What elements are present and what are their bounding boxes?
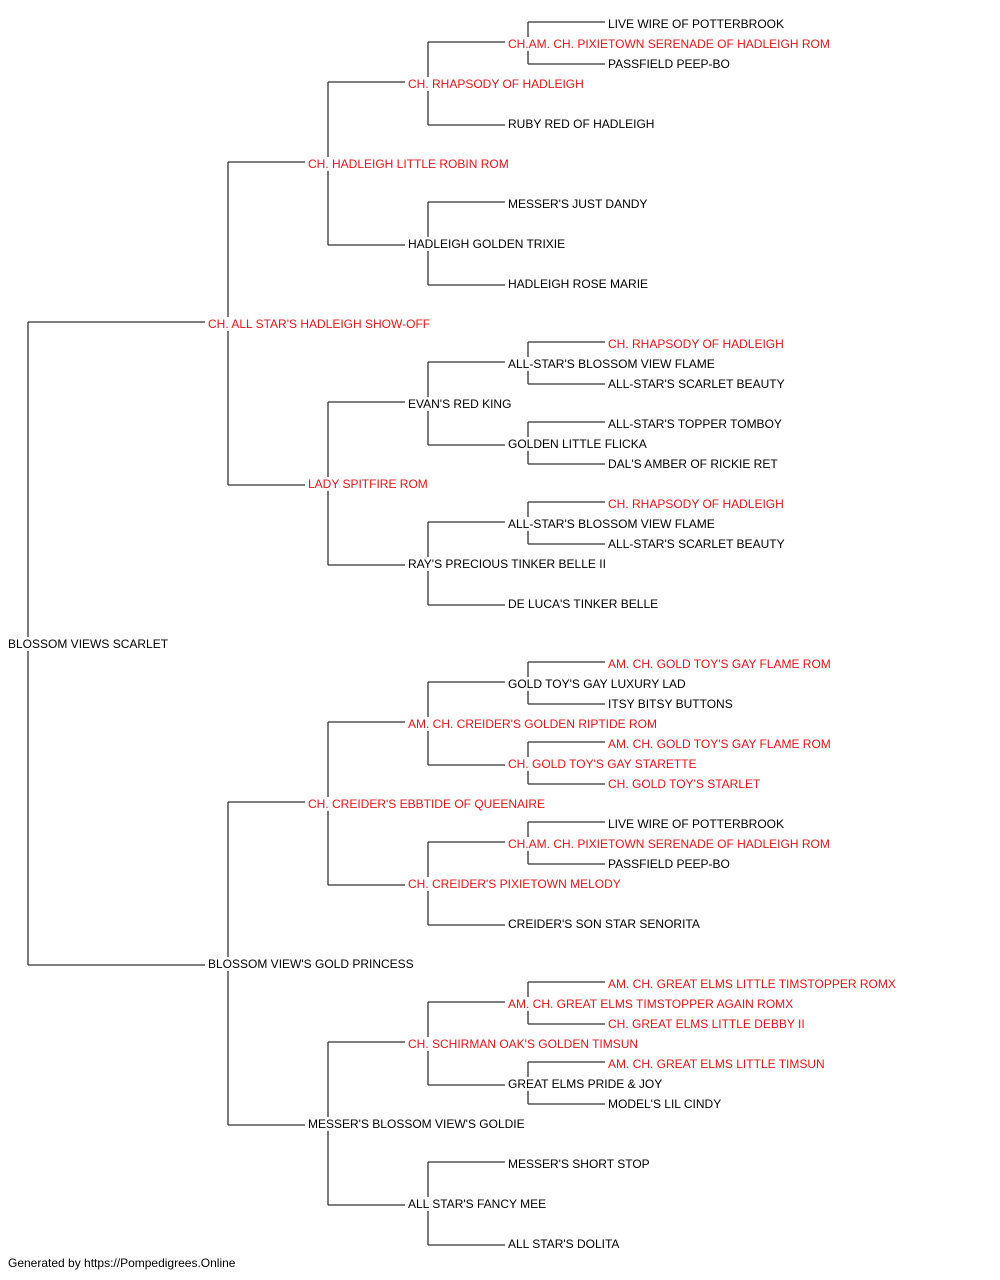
ancestor-gen4-name: ALL-STAR'S BLOSSOM VIEW FLAME [507,357,716,371]
ancestor-gen5-name: MODEL'S LIL CINDY [607,1097,723,1111]
ancestor-gen5-name: ALL-STAR'S TOPPER TOMBOY [607,417,783,431]
ancestor-gen4-name: ALL STAR'S DOLITA [507,1237,621,1251]
subject-name: BLOSSOM VIEWS SCARLET [7,637,170,651]
ancestor-gen4-name: GOLD TOY'S GAY LUXURY LAD [507,677,687,691]
ancestor-gen4-name: MESSER'S SHORT STOP [507,1157,651,1171]
ancestor-gen4-name: DE LUCA'S TINKER BELLE [507,597,660,611]
ancestor-gen5-name: AM. CH. GREAT ELMS LITTLE TIMSUN [607,1057,826,1071]
ancestor-gen4-name: GREAT ELMS PRIDE & JOY [507,1077,664,1091]
paternal-grandsire-name: CH. HADLEIGH LITTLE ROBIN ROM [307,157,510,171]
ancestor-gen3-name: EVAN'S RED KING [407,397,513,411]
paternal-granddam-name: LADY SPITFIRE ROM [307,477,429,491]
maternal-grandsire-name: CH. CREIDER'S EBBTIDE OF QUEENAIRE [307,797,546,811]
ancestor-gen3-name: HADLEIGH GOLDEN TRIXIE [407,237,567,251]
ancestor-gen5-name: CH. GREAT ELMS LITTLE DEBBY II [607,1017,806,1031]
ancestor-gen5-name: AM. CH. GOLD TOY'S GAY FLAME ROM [607,737,832,751]
ancestor-gen5-name: AM. CH. GREAT ELMS LITTLE TIMSTOPPER ROM… [607,977,897,991]
ancestor-gen4-name: CH. GOLD TOY'S GAY STARETTE [507,757,698,771]
ancestor-gen4-name: AM. CH. GREAT ELMS TIMSTOPPER AGAIN ROMX [507,997,795,1011]
ancestor-gen5-name: ALL-STAR'S SCARLET BEAUTY [607,537,786,551]
ancestor-gen3-name: CH. CREIDER'S PIXIETOWN MELODY [407,877,622,891]
ancestor-gen4-name: GOLDEN LITTLE FLICKA [507,437,648,451]
ancestor-gen3-name: RAY'S PRECIOUS TINKER BELLE II [407,557,607,571]
ancestor-gen5-name: PASSFIELD PEEP-BO [607,857,731,871]
generated-by-footer: Generated by https://Pompedigrees.Online [8,1256,236,1270]
ancestor-gen3-name: CH. SCHIRMAN OAK'S GOLDEN TIMSUN [407,1037,640,1051]
ancestor-gen5-name: CH. GOLD TOY'S STARLET [607,777,762,791]
ancestor-gen3-name: CH. RHAPSODY OF HADLEIGH [407,77,585,91]
ancestor-gen5-name: CH. RHAPSODY OF HADLEIGH [607,337,785,351]
ancestor-gen5-name: ITSY BITSY BUTTONS [607,697,734,711]
ancestor-gen5-name: PASSFIELD PEEP-BO [607,57,731,71]
ancestor-gen4-name: RUBY RED OF HADLEIGH [507,117,656,131]
ancestor-gen4-name: CH.AM. CH. PIXIETOWN SERENADE OF HADLEIG… [507,837,831,851]
ancestor-gen4-name: HADLEIGH ROSE MARIE [507,277,650,291]
ancestor-gen5-name: LIVE WIRE OF POTTERBROOK [607,817,786,831]
ancestor-gen4-name: CREIDER'S SON STAR SENORITA [507,917,701,931]
ancestor-gen5-name: LIVE WIRE OF POTTERBROOK [607,17,786,31]
ancestor-gen3-name: AM. CH. CREIDER'S GOLDEN RIPTIDE ROM [407,717,658,731]
maternal-granddam-name: MESSER'S BLOSSOM VIEW'S GOLDIE [307,1117,526,1131]
ancestor-gen5-name: CH. RHAPSODY OF HADLEIGH [607,497,785,511]
ancestor-gen5-name: DAL'S AMBER OF RICKIE RET [607,457,779,471]
ancestor-gen5-name: ALL-STAR'S SCARLET BEAUTY [607,377,786,391]
ancestor-gen4-name: MESSER'S JUST DANDY [507,197,649,211]
ancestor-gen4-name: CH.AM. CH. PIXIETOWN SERENADE OF HADLEIG… [507,37,831,51]
ancestor-gen3-name: ALL STAR'S FANCY MEE [407,1197,548,1211]
sire-name: CH. ALL STAR'S HADLEIGH SHOW-OFF [207,317,432,331]
dam-name: BLOSSOM VIEW'S GOLD PRINCESS [207,957,415,971]
ancestor-gen4-name: ALL-STAR'S BLOSSOM VIEW FLAME [507,517,716,531]
ancestor-gen5-name: AM. CH. GOLD TOY'S GAY FLAME ROM [607,657,832,671]
